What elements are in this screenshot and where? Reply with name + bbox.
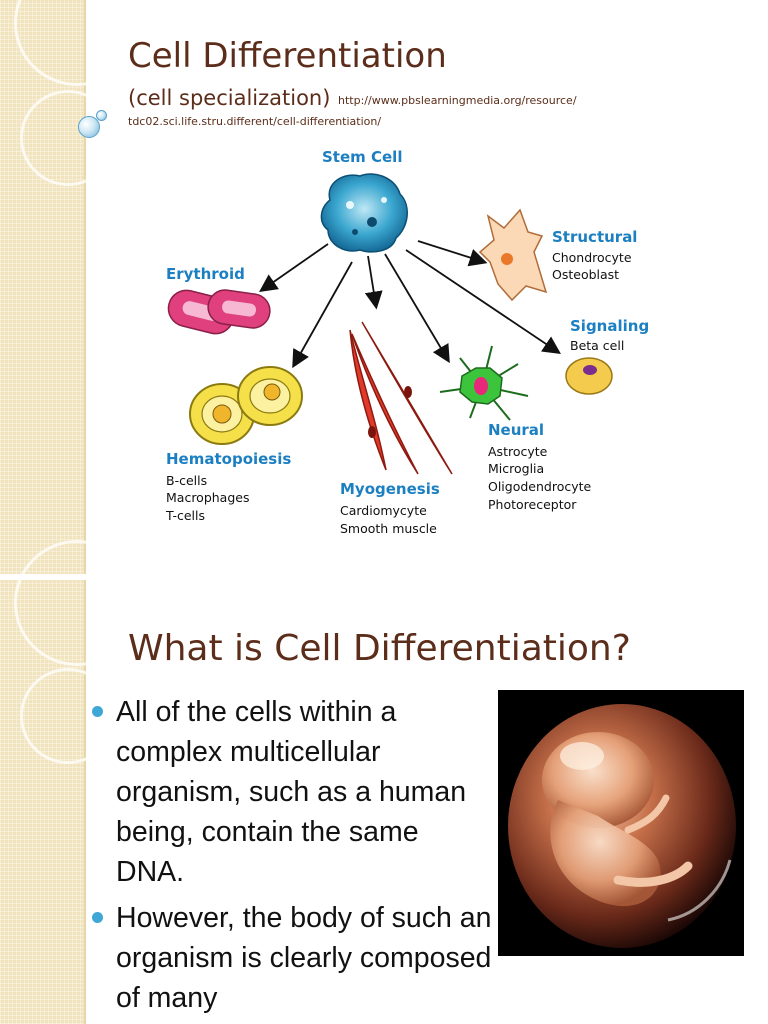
slide-title: What is Cell Differentiation? <box>128 628 631 669</box>
embryo-photo <box>498 690 744 956</box>
ornament-ring <box>20 90 116 186</box>
neural-label: Neural <box>488 421 544 439</box>
cell-differentiation-diagram: Stem Cell Erythroid Structural Chondrocy… <box>165 148 649 536</box>
hematopoiesis-item: B-cells <box>166 473 207 488</box>
neural-item: Microglia <box>488 461 544 476</box>
myogenesis-label: Myogenesis <box>340 480 440 498</box>
slide-subtitle: (cell specialization) <box>128 86 331 110</box>
neural-item: Astrocyte <box>488 444 548 459</box>
structural-item: Chondrocyte <box>552 250 632 265</box>
bubble-icon <box>96 110 107 121</box>
hematopoiesis-item: T-cells <box>165 508 205 523</box>
structural-cell-icon <box>478 208 548 302</box>
neural-item: Oligodendrocyte <box>488 479 592 494</box>
bullet-list: All of the cells within a complex multic… <box>92 692 492 1024</box>
signaling-cell-icon <box>565 357 613 395</box>
structural-item: Osteoblast <box>552 267 619 282</box>
bullet-icon <box>92 912 103 923</box>
bullet-text: However, the body of such an organism is… <box>116 902 492 1014</box>
source-link[interactable]: http://www.pbslearningmedia.org/resource… <box>338 94 577 107</box>
stem-cell-icon <box>320 173 408 253</box>
bullet-text: All of the cells within a complex multic… <box>116 696 467 888</box>
slide-title: Cell Differentiation <box>128 36 447 76</box>
ornament-ring <box>20 668 116 764</box>
signaling-item: Beta cell <box>570 338 624 353</box>
neural-cell-icon <box>439 345 529 421</box>
bullet-item: All of the cells within a complex multic… <box>92 692 492 892</box>
hematopoiesis-label: Hematopoiesis <box>166 450 291 468</box>
erythroid-label: Erythroid <box>166 265 245 283</box>
slide-divider <box>0 574 768 580</box>
embryo-image <box>498 690 744 956</box>
source-link-continued[interactable]: tdc02.sci.life.stru.different/cell-diffe… <box>128 115 382 128</box>
erythroid-cells-icon <box>167 289 271 335</box>
neural-item: Photoreceptor <box>488 497 577 512</box>
hematopoiesis-item: Macrophages <box>166 490 249 505</box>
myogenesis-item: Smooth muscle <box>340 521 437 536</box>
bullet-icon <box>92 706 103 717</box>
myogenesis-item: Cardiomycyte <box>340 503 427 518</box>
stem-cell-label: Stem Cell <box>322 148 402 166</box>
hematopoiesis-cells-icon <box>189 366 303 445</box>
sidebar-edge <box>84 0 86 1024</box>
myogenesis-cells-icon <box>349 321 453 475</box>
bubble-icon <box>78 116 100 138</box>
ornament-ring <box>14 540 140 666</box>
arrows <box>259 240 561 369</box>
structural-label: Structural <box>552 228 637 246</box>
signaling-label: Signaling <box>570 317 649 335</box>
bullet-item: However, the body of such an organism is… <box>92 898 492 1018</box>
